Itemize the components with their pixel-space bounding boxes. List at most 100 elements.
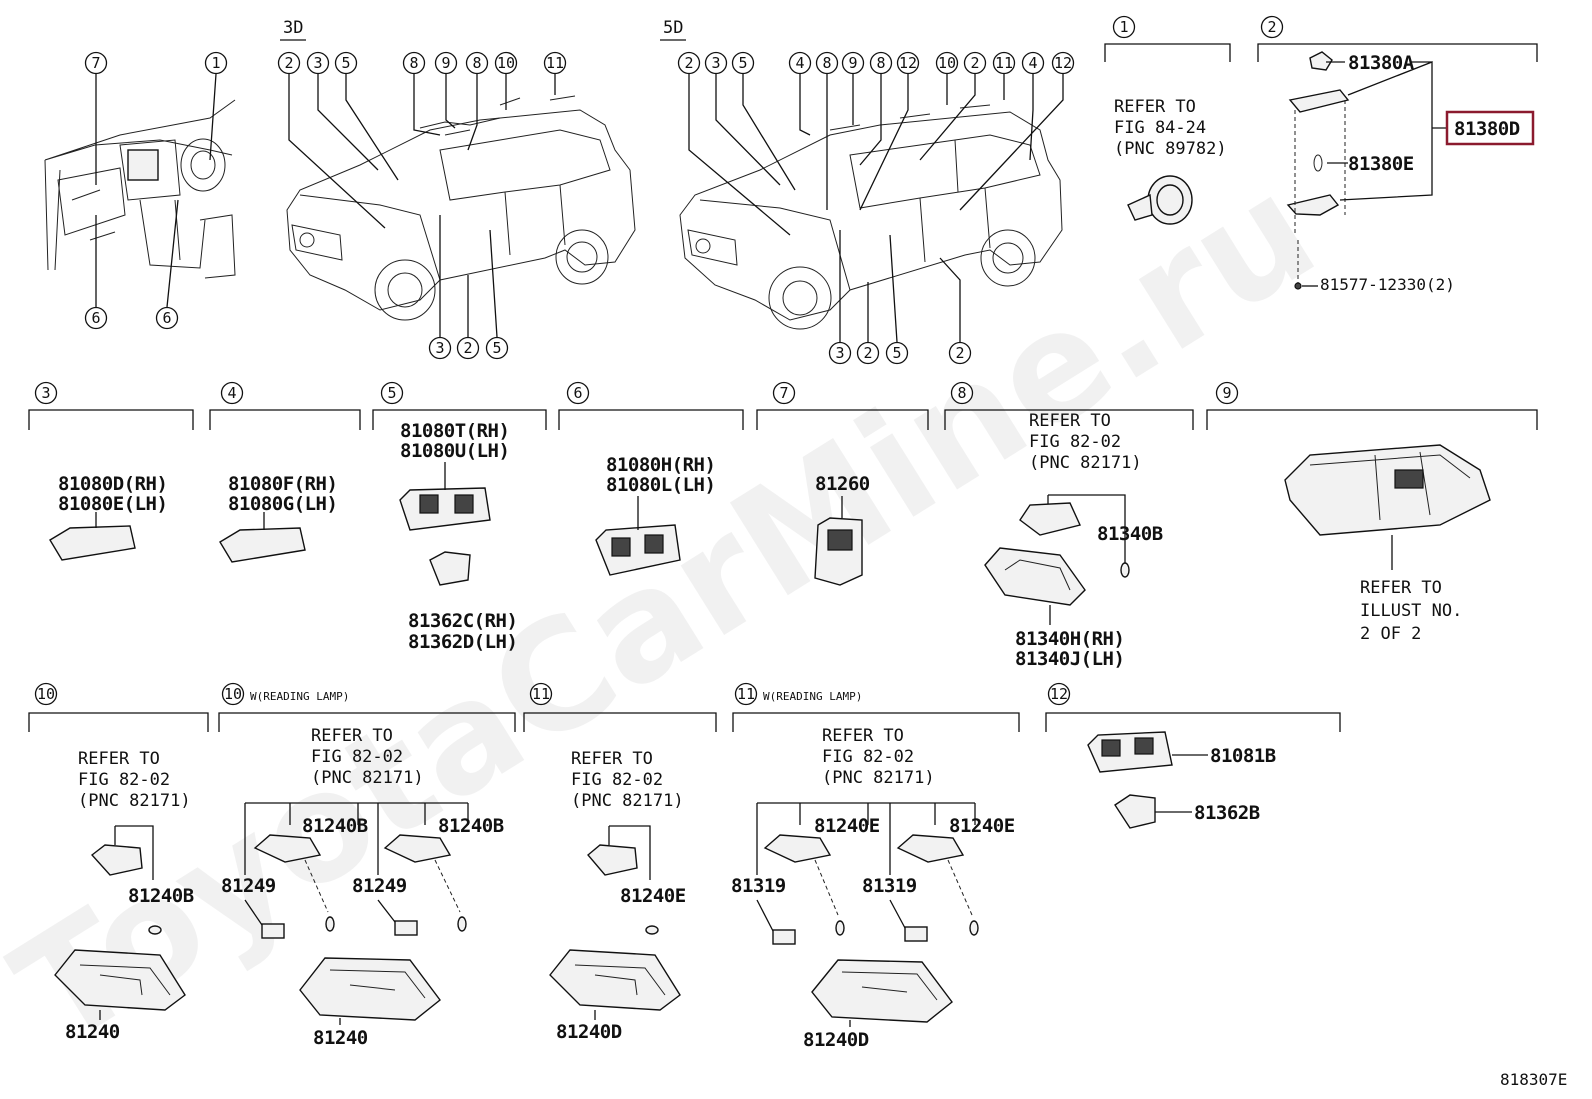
watermark: ToyotaCarMine.ru <box>0 143 1344 1081</box>
svg-text:81249: 81249 <box>221 875 276 897</box>
callout-dash-1: 1 <box>204 51 228 75</box>
section-11a: 11 REFER TO FIG 82-02 (PNC 82171) 81240E… <box>523 682 717 1043</box>
svg-text:6: 6 <box>91 309 100 327</box>
svg-text:81240D: 81240D <box>556 1021 622 1043</box>
svg-text:FIG 82-02: FIG 82-02 <box>571 770 663 790</box>
svg-text:FIG 82-02: FIG 82-02 <box>78 770 170 790</box>
diagram-code: 818307E <box>1500 1070 1567 1089</box>
svg-text:(PNC 82171): (PNC 82171) <box>571 791 684 811</box>
svg-text:81319: 81319 <box>862 875 917 897</box>
svg-text:ILLUST NO.: ILLUST NO. <box>1360 601 1462 621</box>
svg-text:4: 4 <box>795 54 804 72</box>
svg-text:81380E: 81380E <box>1348 153 1414 175</box>
svg-text:11: 11 <box>995 54 1013 72</box>
svg-text:81080H(RH): 81080H(RH) <box>606 454 715 476</box>
svg-text:REFER TO: REFER TO <box>311 726 393 746</box>
highlight-box <box>1445 110 1535 146</box>
svg-text:81240: 81240 <box>313 1027 368 1049</box>
svg-text:W(READING LAMP): W(READING LAMP) <box>250 690 349 703</box>
svg-text:10: 10 <box>938 54 956 72</box>
svg-text:8: 8 <box>822 54 831 72</box>
svg-text:81240B: 81240B <box>128 885 194 907</box>
label-3d: 3D <box>283 18 303 38</box>
svg-text:81362C(RH): 81362C(RH) <box>408 610 517 632</box>
svg-text:REFER TO: REFER TO <box>822 726 904 746</box>
svg-text:81240B: 81240B <box>302 815 368 837</box>
svg-text:10: 10 <box>224 685 242 703</box>
svg-text:81080D(RH): 81080D(RH) <box>58 473 167 495</box>
svg-text:81240B: 81240B <box>438 815 504 837</box>
svg-text:3: 3 <box>711 54 720 72</box>
svg-text:3: 3 <box>435 339 444 357</box>
section-1: 1 REFER TO FIG 84-24 (PNC 89782) <box>1104 15 1231 225</box>
section-4: 4 81080F(RH) 81080G(LH) <box>209 381 361 563</box>
svg-text:4: 4 <box>227 384 236 402</box>
svg-text:REFER TO: REFER TO <box>1029 411 1111 431</box>
svg-text:12: 12 <box>1050 685 1068 703</box>
svg-text:REFER TO: REFER TO <box>1114 97 1196 117</box>
svg-text:(PNC 82171): (PNC 82171) <box>78 791 191 811</box>
svg-text:5: 5 <box>492 339 501 357</box>
svg-text:7: 7 <box>779 384 788 402</box>
svg-text:11: 11 <box>546 54 564 72</box>
svg-text:(PNC 82171): (PNC 82171) <box>822 768 935 788</box>
svg-text:81080T(RH): 81080T(RH) <box>400 420 509 442</box>
svg-text:81340H(RH): 81340H(RH) <box>1015 628 1124 650</box>
svg-text:FIG 84-24: FIG 84-24 <box>1114 118 1206 138</box>
svg-text:FIG 82-02: FIG 82-02 <box>822 747 914 767</box>
svg-text:9: 9 <box>1222 384 1231 402</box>
callouts-5d-top: 2 3 5 4 8 9 8 12 10 2 11 4 12 <box>677 51 1075 75</box>
section-6: 6 81080H(RH) 81080L(LH) <box>558 381 744 576</box>
section-9: 9 REFER TO ILLUST NO. 2 OF 2 <box>1206 381 1538 644</box>
svg-text:9: 9 <box>848 54 857 72</box>
section-2: 2 81380A 81380D 81380E 81577-12330(2) <box>1257 15 1538 294</box>
svg-text:10: 10 <box>497 54 515 72</box>
svg-text:(PNC 82171): (PNC 82171) <box>1029 453 1142 473</box>
svg-text:2: 2 <box>1267 18 1276 36</box>
svg-text:81240E: 81240E <box>814 815 880 837</box>
svg-text:5: 5 <box>341 54 350 72</box>
svg-text:81240: 81240 <box>65 1021 120 1043</box>
callouts-3d-top: 2 3 5 8 9 8 10 11 <box>277 51 567 75</box>
svg-text:8: 8 <box>472 54 481 72</box>
svg-text:5: 5 <box>387 384 396 402</box>
svg-text:8: 8 <box>957 384 966 402</box>
svg-text:81080E(LH): 81080E(LH) <box>58 493 167 515</box>
svg-text:6: 6 <box>162 309 171 327</box>
section-5: 5 81080T(RH) 81080U(LH) 81362C(RH) 81362… <box>372 381 547 653</box>
svg-text:4: 4 <box>1028 54 1037 72</box>
dashboard-illustration <box>44 99 236 279</box>
section-3: 3 81080D(RH) 81080E(LH) <box>28 381 194 561</box>
svg-text:3: 3 <box>313 54 322 72</box>
svg-text:9: 9 <box>441 54 450 72</box>
svg-text:REFER TO: REFER TO <box>78 749 160 769</box>
svg-text:8: 8 <box>876 54 885 72</box>
svg-text:FIG 82-02: FIG 82-02 <box>1029 432 1121 452</box>
svg-text:5: 5 <box>892 344 901 362</box>
svg-text:2: 2 <box>955 344 964 362</box>
svg-text:81240D: 81240D <box>803 1029 869 1051</box>
svg-text:1: 1 <box>211 54 220 72</box>
svg-text:7: 7 <box>91 54 100 72</box>
svg-text:8: 8 <box>409 54 418 72</box>
svg-text:(PNC 82171): (PNC 82171) <box>311 768 424 788</box>
section-12: 12 81081B 81362B <box>1045 682 1341 829</box>
svg-text:REFER TO: REFER TO <box>571 749 653 769</box>
svg-text:81081B: 81081B <box>1210 745 1276 767</box>
callouts-3d-bottom: 3 2 5 <box>428 336 509 360</box>
svg-text:11: 11 <box>737 685 755 703</box>
svg-text:81362D(LH): 81362D(LH) <box>408 631 517 653</box>
svg-text:1: 1 <box>1119 18 1128 36</box>
svg-text:81240E: 81240E <box>949 815 1015 837</box>
svg-text:81080G(LH): 81080G(LH) <box>228 493 337 515</box>
svg-text:2: 2 <box>970 54 979 72</box>
svg-text:81362B: 81362B <box>1194 802 1260 824</box>
svg-text:REFER TO: REFER TO <box>1360 578 1442 598</box>
svg-text:81240E: 81240E <box>620 885 686 907</box>
svg-text:81080U(LH): 81080U(LH) <box>400 440 509 462</box>
section-10b: 10 W(READING LAMP) REFER TO FIG 82-02 (P… <box>218 682 516 1049</box>
callout-dash-6a: 6 <box>84 306 108 330</box>
speaker-part-icon <box>1127 175 1193 225</box>
callout-dash-6b: 6 <box>155 306 179 330</box>
